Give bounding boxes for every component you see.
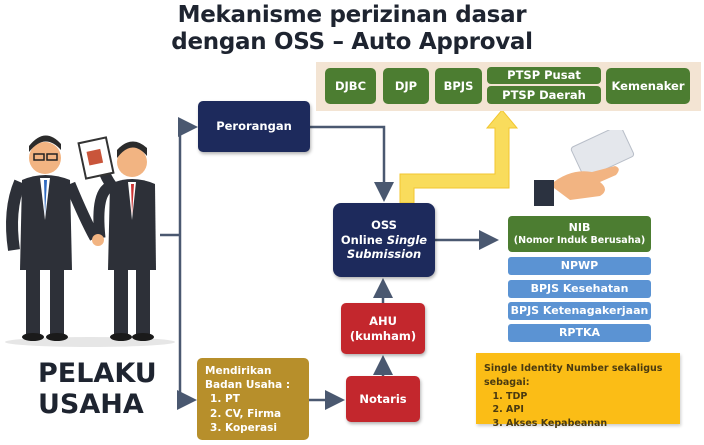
- pelaku-line-2: USAHA: [38, 389, 144, 421]
- output-bpjs-ketenagakerjaan: BPJS Ketenagakerjaan: [508, 302, 651, 320]
- oss-line-1: OSS: [371, 218, 397, 233]
- nib-line-2: (Nomor Induk Berusaha): [513, 234, 646, 246]
- mendirikan-item: PT: [225, 392, 301, 406]
- connector-trunk: [160, 127, 182, 400]
- nib-line-1: NIB: [568, 221, 591, 235]
- mendirikan-item: CV, Firma: [225, 407, 301, 421]
- hand-card-illustration: [534, 130, 635, 206]
- agency-ptsp-pusat: PTSP Pusat: [487, 67, 601, 84]
- title-line-1: Mekanisme perizinan dasar: [177, 2, 527, 28]
- sin-item: Akses Kepabeanan: [506, 417, 672, 431]
- ahu-line-2: (kumham): [349, 328, 417, 343]
- businessmen-illustration: [5, 135, 175, 347]
- output-bpjs-kesehatan: BPJS Kesehatan: [508, 280, 651, 298]
- sin-item: TDP: [506, 390, 672, 404]
- agency-djp: DJP: [383, 68, 429, 104]
- nib-box: NIB (Nomor Induk Berusaha): [508, 216, 651, 252]
- arrow-perorangan-oss: [310, 125, 394, 202]
- ahu-line-1: AHU: [369, 314, 397, 329]
- oss-line-3: Submission: [346, 247, 422, 262]
- agency-djbc: DJBC: [325, 68, 376, 104]
- output-npwp: NPWP: [508, 257, 651, 275]
- mendirikan-box: Mendirikan Badan Usaha : PT CV, Firma Ko…: [197, 358, 309, 440]
- pelaku-usaha-label: PELAKU USAHA: [38, 358, 157, 420]
- pelaku-line-1: PELAKU: [38, 358, 157, 389]
- perorangan-box: Perorangan: [198, 101, 310, 152]
- output-rptka: RPTKA: [508, 324, 651, 342]
- agency-bpjs: BPJS: [435, 68, 482, 104]
- title-line-2: dengan OSS – Auto Approval: [171, 29, 533, 55]
- sin-box: Single Identity Number sekaligus sebagai…: [476, 353, 680, 429]
- mendirikan-item: Koperasi: [225, 421, 301, 435]
- oss-line-2b: Single: [386, 232, 428, 247]
- ahu-box: AHU (kumham): [341, 303, 425, 354]
- agency-ptsp-daerah: PTSP Daerah: [487, 86, 601, 104]
- sin-item: API: [506, 403, 672, 417]
- mendirikan-heading: Mendirikan Badan Usaha :: [205, 365, 291, 392]
- yellow-arrow: [399, 109, 519, 204]
- oss-line-2a: Online: [340, 232, 387, 247]
- notaris-box: Notaris: [346, 376, 420, 422]
- agency-kemenaker: Kemenaker: [606, 68, 690, 104]
- oss-box: OSS Online Single Submission: [333, 203, 435, 277]
- sin-heading: Single Identity Number sekaligus sebagai…: [484, 363, 663, 388]
